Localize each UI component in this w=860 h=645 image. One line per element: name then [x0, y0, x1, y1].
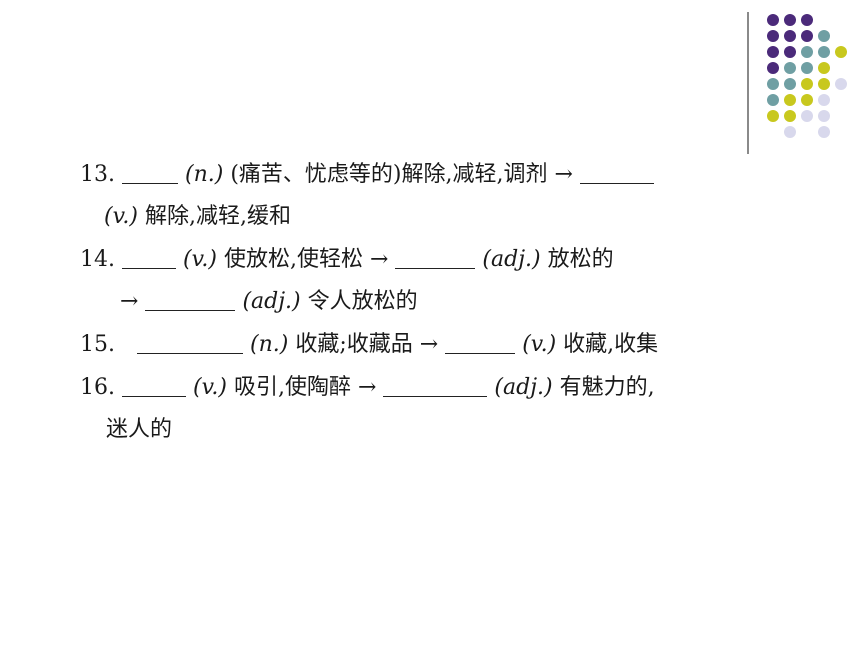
answer-blank[interactable] [395, 246, 476, 269]
dot [818, 46, 830, 58]
dot [801, 110, 813, 122]
part-of-speech: (n.) [185, 162, 224, 187]
dot [835, 46, 847, 58]
item-13-line-1: 13. (n.) (痛苦、忧虑等的)解除,减轻,调剂 → [80, 160, 654, 190]
answer-blank[interactable] [137, 331, 243, 354]
answer-blank[interactable] [145, 288, 236, 311]
gloss: (痛苦、忧虑等的)解除,减轻,调剂 [230, 162, 548, 187]
part-of-speech: (v.) [522, 332, 557, 357]
dot [767, 110, 779, 122]
dot [784, 78, 796, 90]
dot [784, 94, 796, 106]
item-15-line-1: 15. (n.) 收藏;收藏品 → (v.) 收藏,收集 [80, 330, 658, 360]
dot [801, 46, 813, 58]
arrow-icon: → [357, 375, 377, 400]
dot [818, 94, 830, 106]
gloss: 有魅力的, [559, 375, 655, 400]
item-13-line-2: (v.) 解除,减轻,缓和 [104, 202, 291, 232]
item-14-line-2: → (adj.) 令人放松的 [120, 287, 418, 317]
answer-blank[interactable] [122, 374, 186, 397]
dot [835, 78, 847, 90]
dot [784, 46, 796, 58]
part-of-speech: (adj.) [494, 375, 553, 400]
answer-blank[interactable] [122, 246, 176, 269]
dot [801, 14, 813, 26]
dot [801, 30, 813, 42]
dot [801, 62, 813, 74]
dot [784, 30, 796, 42]
part-of-speech: (v.) [104, 204, 138, 229]
item-number: 15. [80, 332, 115, 357]
gloss: 放松的 [547, 247, 614, 272]
item-16-line-1: 16. (v.) 吸引,使陶醉 → (adj.) 有魅力的, [80, 373, 655, 403]
gloss: 收藏,收集 [563, 332, 659, 357]
gloss: 解除,减轻,缓和 [144, 204, 291, 229]
vertical-divider [747, 12, 749, 154]
dot [767, 62, 779, 74]
part-of-speech: (n.) [250, 332, 289, 357]
dot [801, 78, 813, 90]
item-14-line-1: 14. (v.) 使放松,使轻松 → (adj.) 放松的 [80, 245, 614, 275]
dot [784, 126, 796, 138]
dot [784, 62, 796, 74]
dot [767, 94, 779, 106]
dot [767, 14, 779, 26]
part-of-speech: (adj.) [482, 247, 541, 272]
answer-blank[interactable] [122, 161, 178, 184]
part-of-speech: (v.) [183, 247, 217, 272]
item-number: 16. [80, 375, 115, 400]
part-of-speech: (adj.) [242, 289, 301, 314]
arrow-icon: → [554, 162, 573, 187]
arrow-icon: → [120, 289, 139, 314]
dot [818, 62, 830, 74]
dot [818, 126, 830, 138]
dot [801, 94, 813, 106]
gloss: 吸引,使陶醉 [233, 375, 351, 400]
dot [818, 110, 830, 122]
item-16-line-2: 迷人的 [106, 415, 172, 445]
dot [818, 78, 830, 90]
dot [767, 30, 779, 42]
gloss: 迷人的 [106, 417, 173, 442]
gloss: 使放松,使轻松 [223, 247, 363, 272]
dot [784, 110, 796, 122]
answer-blank[interactable] [445, 331, 516, 354]
decorative-dot-grid [0, 0, 860, 150]
item-number: 13. [80, 162, 115, 187]
dot [767, 78, 779, 90]
gloss: 令人放松的 [307, 289, 418, 314]
part-of-speech: (v.) [193, 375, 227, 400]
gloss: 收藏;收藏品 [295, 332, 413, 357]
answer-blank[interactable] [579, 161, 654, 184]
item-number: 14. [80, 247, 115, 272]
arrow-icon: → [419, 332, 439, 357]
arrow-icon: → [369, 247, 389, 272]
answer-blank[interactable] [383, 374, 488, 397]
dot [818, 30, 830, 42]
dot [784, 14, 796, 26]
dot [767, 46, 779, 58]
